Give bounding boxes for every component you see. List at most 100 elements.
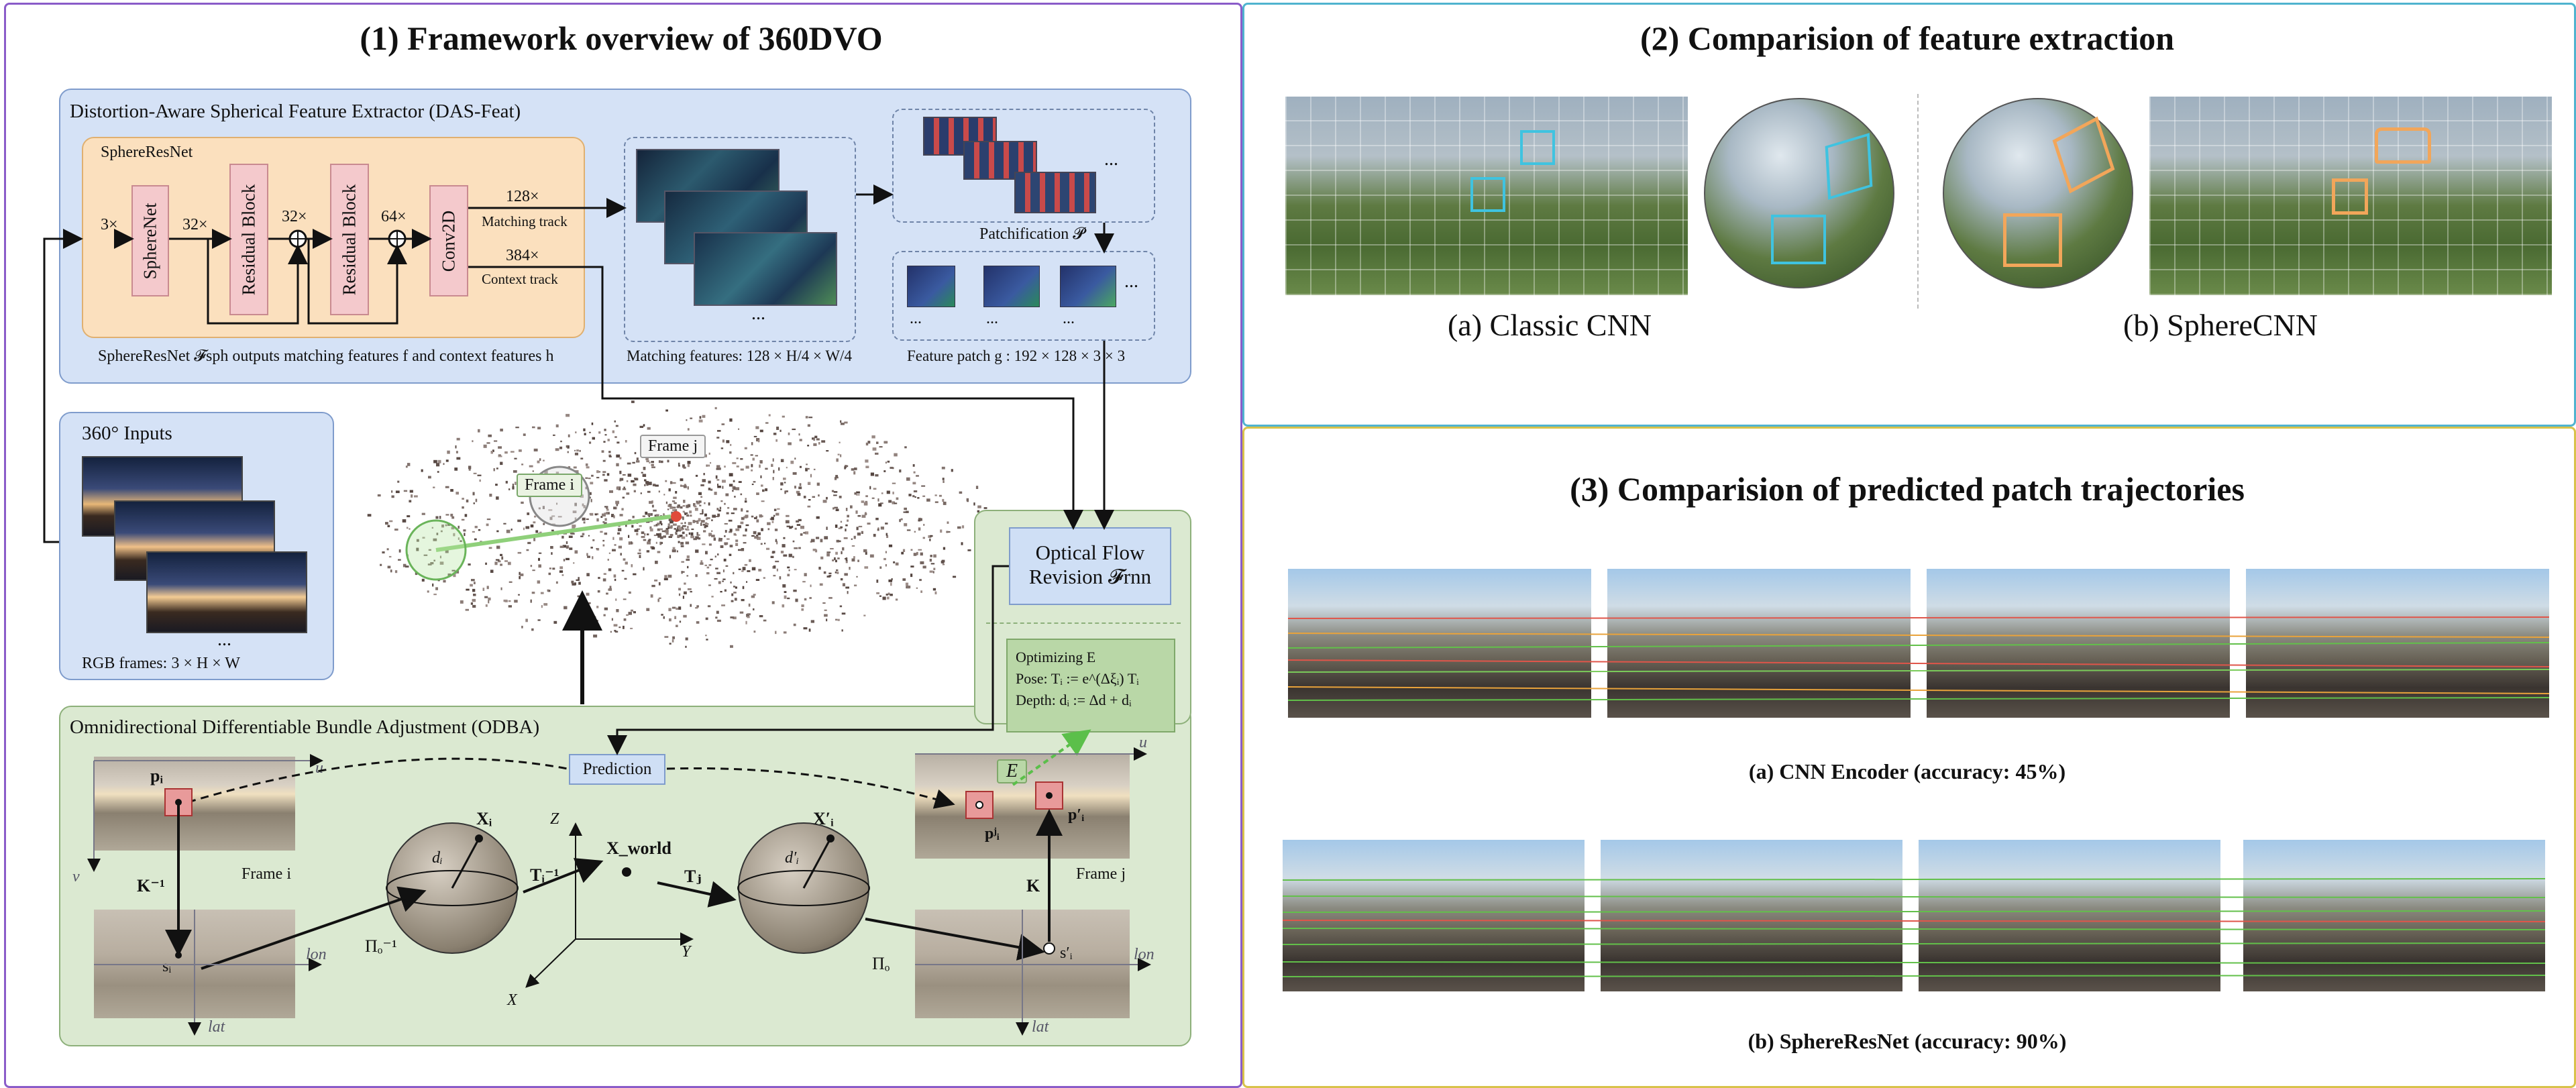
point-cloud-dot bbox=[443, 463, 445, 466]
point-cloud-dot bbox=[888, 592, 890, 596]
point-cloud-dot bbox=[470, 602, 473, 605]
point-cloud-dot bbox=[813, 438, 815, 441]
point-cloud-dot bbox=[722, 580, 724, 582]
point-cloud-dot bbox=[616, 441, 620, 444]
point-cloud-dot bbox=[775, 539, 777, 543]
point-cloud-dot bbox=[498, 446, 502, 449]
point-cloud-dot bbox=[904, 446, 907, 449]
point-cloud-dot bbox=[596, 548, 600, 551]
point-cloud-dot bbox=[680, 523, 684, 525]
point-cloud-dot bbox=[851, 538, 853, 540]
frame-i-odba-label: Frame i bbox=[241, 865, 291, 883]
point-cloud-dot bbox=[606, 592, 608, 595]
point-cloud-dot bbox=[757, 537, 761, 540]
point-cloud-dot bbox=[773, 514, 775, 517]
point-cloud-dot bbox=[648, 539, 651, 541]
point-cloud-dot bbox=[716, 479, 720, 481]
point-cloud-dot bbox=[407, 527, 409, 529]
point-cloud-dot bbox=[904, 523, 908, 527]
point-cloud-dot bbox=[539, 458, 541, 461]
point-cloud-dot bbox=[566, 414, 570, 417]
point-cloud-dot bbox=[840, 578, 843, 581]
point-cloud-dot bbox=[614, 630, 616, 632]
point-cloud-dot bbox=[711, 596, 714, 598]
point-cloud-dot bbox=[812, 437, 815, 440]
point-cloud-dot bbox=[445, 459, 449, 462]
point-cloud-dot bbox=[624, 578, 627, 580]
point-cloud-dot bbox=[519, 449, 522, 452]
point-cloud-dot bbox=[655, 541, 657, 544]
point-cloud-dot bbox=[770, 555, 774, 558]
point-cloud-dot bbox=[468, 469, 471, 471]
point-cloud-dot bbox=[696, 522, 699, 524]
point-cloud-dot bbox=[583, 428, 586, 431]
point-cloud-dot bbox=[690, 514, 692, 517]
point-cloud-dot bbox=[687, 526, 689, 529]
point-cloud-dot bbox=[700, 512, 703, 514]
point-cloud-dot bbox=[659, 521, 662, 525]
point-cloud-dot bbox=[729, 531, 733, 533]
point-cloud-dot bbox=[934, 494, 937, 496]
point-cloud-dot bbox=[656, 533, 660, 536]
point-cloud-dot bbox=[681, 561, 684, 563]
point-cloud-dot bbox=[782, 415, 785, 418]
point-cloud-dot bbox=[639, 525, 642, 527]
point-cloud-dot bbox=[642, 515, 645, 517]
point-cloud-dot bbox=[633, 573, 637, 576]
point-cloud-dot bbox=[682, 464, 685, 468]
point-cloud-dot bbox=[699, 416, 702, 419]
residual-block-1: Residual Block bbox=[229, 164, 268, 315]
point-cloud-dot bbox=[786, 466, 788, 469]
point-cloud-dot bbox=[388, 555, 392, 558]
point-cloud-dot bbox=[698, 500, 702, 503]
point-cloud-dot bbox=[693, 538, 697, 541]
point-cloud-dot bbox=[823, 571, 826, 574]
point-cloud-dot bbox=[639, 549, 641, 552]
point-cloud-dot bbox=[633, 483, 637, 486]
point-cloud-dot bbox=[613, 624, 618, 627]
point-cloud-dot bbox=[623, 486, 625, 490]
p-i-label: pᵢ bbox=[150, 766, 164, 785]
point-cloud-dot bbox=[794, 457, 796, 460]
point-cloud-dot bbox=[798, 519, 802, 521]
point-cloud-dot bbox=[642, 474, 647, 477]
point-cloud-dot bbox=[592, 556, 594, 559]
patch-group-ellipsis-2: ... bbox=[986, 310, 998, 327]
point-cloud-dot bbox=[700, 484, 704, 486]
point-cloud-dot bbox=[646, 533, 649, 536]
point-cloud-dot bbox=[835, 551, 838, 555]
point-cloud-dot bbox=[775, 631, 777, 635]
point-cloud-dot bbox=[619, 480, 622, 482]
point-cloud-dot bbox=[606, 508, 609, 511]
point-cloud-dot bbox=[835, 559, 837, 563]
point-cloud-dot bbox=[800, 533, 803, 536]
pi-o-label: Πₒ bbox=[872, 954, 890, 973]
point-cloud-dot bbox=[377, 494, 381, 497]
point-cloud-dot bbox=[779, 576, 782, 580]
point-cloud-dot bbox=[439, 516, 441, 519]
point-cloud-dot bbox=[495, 559, 500, 561]
point-cloud-dot bbox=[636, 528, 640, 530]
point-cloud-dot bbox=[423, 554, 428, 556]
point-cloud-dot bbox=[977, 505, 981, 508]
point-cloud-dot bbox=[733, 572, 735, 575]
point-cloud-dot bbox=[667, 523, 670, 527]
point-cloud-dot bbox=[519, 576, 521, 580]
point-cloud-dot bbox=[660, 460, 663, 464]
point-cloud-dot bbox=[691, 529, 694, 531]
point-cloud-dot bbox=[659, 541, 662, 545]
point-cloud-dot bbox=[886, 535, 889, 538]
point-cloud-dot bbox=[421, 469, 423, 472]
point-cloud-dot bbox=[579, 449, 581, 452]
point-cloud-dot bbox=[451, 527, 455, 530]
point-cloud-dot bbox=[735, 487, 740, 490]
point-cloud-dot bbox=[890, 594, 893, 596]
point-cloud-dot bbox=[592, 437, 595, 440]
point-cloud-dot bbox=[391, 495, 394, 498]
point-cloud-dot bbox=[645, 521, 650, 523]
point-cloud-dot bbox=[733, 480, 735, 482]
conv2d-block: Conv2D bbox=[429, 185, 468, 296]
point-cloud-dot bbox=[602, 471, 606, 473]
point-cloud-dot bbox=[669, 555, 672, 559]
point-cloud-dot bbox=[861, 514, 866, 518]
